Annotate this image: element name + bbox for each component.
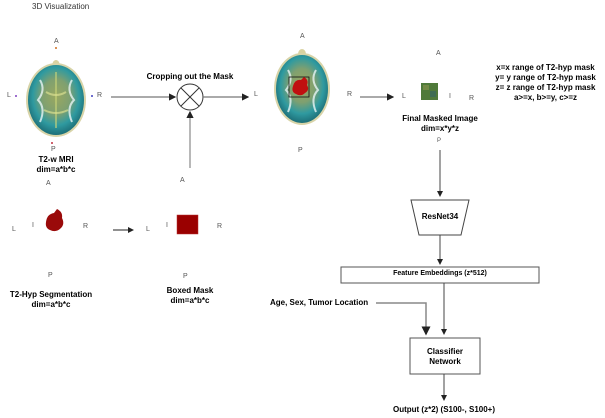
classifier-box bbox=[409, 337, 481, 375]
cropping-label: Cropping out the Mask bbox=[146, 72, 234, 81]
brain1-anterior-label: A bbox=[54, 38, 59, 45]
boxed-mask-title: Boxed Mask bbox=[166, 286, 214, 295]
classifier-line1: Classifier bbox=[426, 347, 464, 356]
brain1-right-label: R bbox=[97, 92, 103, 99]
final-masked-label: Final Masked Image dim=x*y*z bbox=[390, 114, 490, 134]
t2w-mri-dim: dim=a*b*c bbox=[36, 165, 76, 174]
final-left-label: L bbox=[402, 93, 406, 100]
final-masked-title: Final Masked Image bbox=[402, 114, 478, 123]
brain1-left-label: L bbox=[7, 92, 11, 99]
visualization-title: 3D Visualization bbox=[32, 2, 90, 11]
resnet-block bbox=[410, 199, 470, 236]
output-label: Output (z*2) (S100-, S100+) bbox=[392, 405, 496, 414]
seg-posterior-label: P bbox=[48, 272, 53, 279]
brain2-posterior-label: P bbox=[298, 147, 303, 154]
crop-multiply-node bbox=[176, 83, 204, 111]
classifier-line2: Network bbox=[429, 357, 461, 366]
boxed-mask-image bbox=[176, 214, 199, 235]
note-z: z= z range of T2-hyp mask bbox=[495, 83, 596, 92]
t2w-mri-label: T2-w MRI dim=a*b*c bbox=[26, 155, 86, 175]
box-inferior-label: I bbox=[166, 222, 168, 229]
box-left-label: L bbox=[146, 226, 150, 233]
final-anterior-label: A bbox=[436, 50, 441, 57]
feature-embeddings-label: Feature Embeddings (z*512) bbox=[393, 270, 487, 277]
brain2-anterior-label: A bbox=[300, 33, 305, 40]
resnet-label: ResNet34 bbox=[421, 212, 459, 221]
feature-embeddings-box bbox=[340, 266, 540, 284]
classifier-label: Classifier Network bbox=[410, 347, 480, 367]
note-x: x=x range of T2-hyp mask bbox=[496, 63, 595, 72]
seg-right-label: R bbox=[83, 223, 89, 230]
brain1-posterior-label: P bbox=[51, 146, 56, 153]
final-masked-image bbox=[421, 83, 438, 100]
note-constraints: a>=x, b>=y, c>=z bbox=[513, 93, 577, 102]
seg-left-label: L bbox=[12, 226, 16, 233]
t2w-mri-title: T2-w MRI bbox=[38, 155, 74, 164]
final-inferior-label: I bbox=[449, 93, 451, 100]
box-posterior-label: P bbox=[183, 273, 188, 280]
t2-hyp-seg-label: T2-Hyp Segmentation dim=a*b*c bbox=[2, 290, 100, 310]
boxed-mask-label: Boxed Mask dim=a*b*c bbox=[158, 286, 222, 306]
final-posterior-label: P bbox=[437, 138, 442, 144]
t2-hyp-segmentation-image bbox=[45, 209, 64, 232]
t2w-mri-brain-image bbox=[26, 60, 86, 137]
seg-inferior-label: I bbox=[32, 222, 34, 229]
final-masked-dim: dim=x*y*z bbox=[420, 124, 460, 133]
clinical-inputs-label: Age, Sex, Tumor Location bbox=[270, 298, 369, 307]
t2-hyp-seg-dim: dim=a*b*c bbox=[31, 300, 71, 309]
final-right-label: R bbox=[469, 95, 475, 102]
box-anterior-label: A bbox=[180, 177, 185, 184]
t2-hyp-seg-title: T2-Hyp Segmentation bbox=[9, 290, 93, 299]
dimension-notes: x=x range of T2-hyp mask y= y range of T… bbox=[488, 63, 603, 103]
box-right-label: R bbox=[217, 223, 223, 230]
brain2-left-label: L bbox=[254, 91, 258, 98]
masked-brain-image bbox=[274, 49, 330, 125]
note-y: y= y range of T2-hyp mask bbox=[495, 73, 596, 82]
brain2-right-label: R bbox=[347, 91, 353, 98]
seg-anterior-label: A bbox=[46, 180, 51, 187]
boxed-mask-dim: dim=a*b*c bbox=[170, 296, 210, 305]
